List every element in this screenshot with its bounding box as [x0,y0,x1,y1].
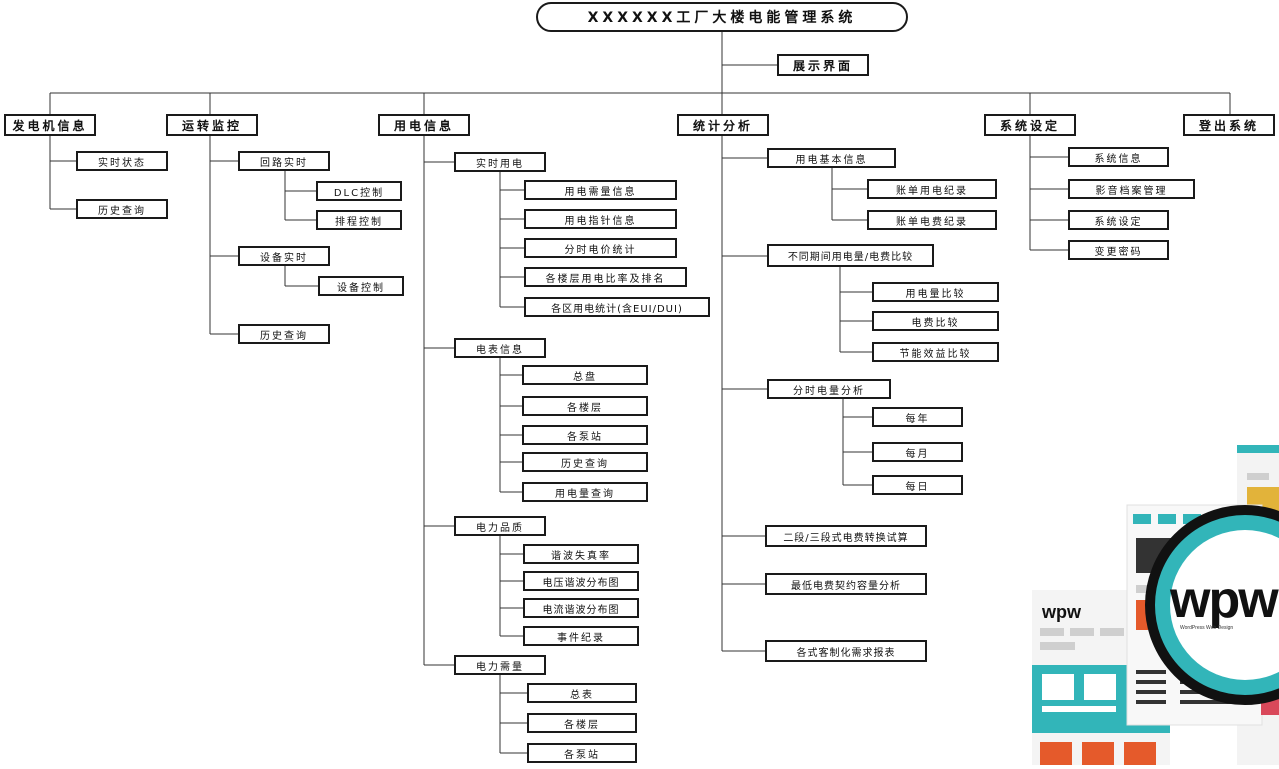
tou-child: 每月 [872,442,963,462]
operation-loop: 回路实时 [238,151,330,171]
realtime-child: 用电指针信息 [524,209,677,229]
meter-child: 用电量查询 [522,482,648,502]
loop-child: DLC控制 [316,181,402,201]
page-title: XXXXXX工厂大楼电能管理系统 [536,2,908,32]
power-demand: 电力需量 [454,655,546,675]
quality-child: 电流谐波分布图 [523,598,639,618]
compare-child: 节能效益比较 [872,342,999,362]
demand-child: 各楼层 [527,713,637,733]
basic-child: 账单电费纪录 [867,210,997,230]
quality-child: 电压谐波分布图 [523,571,639,591]
realtime-child: 用电需量信息 [524,180,677,200]
compare-child: 用电量比较 [872,282,999,302]
quality-child: 事件纪录 [523,626,639,646]
stats-calc: 二段/三段式电费转换试算 [765,525,927,547]
meter-child: 各泵站 [522,425,648,445]
settings-child: 变更密码 [1068,240,1169,260]
device-child: 设备控制 [318,276,404,296]
demand-child: 各泵站 [527,743,637,763]
realtime-child: 各区用电统计(含EUI/DUI) [524,297,710,317]
settings-child: 系统信息 [1068,147,1169,167]
realtime-child: 分时电价统计 [524,238,677,258]
stats-basic: 用电基本信息 [767,148,896,168]
realtime-child: 各楼层用电比率及排名 [524,267,687,287]
power-node: 用电信息 [378,114,470,136]
compare-child: 电费比较 [872,311,999,331]
logo-tagline: WordPress Web Design [1180,625,1234,631]
stats-node: 统计分析 [677,114,769,136]
settings-child: 影音档案管理 [1068,179,1195,199]
operation-node: 运转监控 [166,114,258,136]
settings-child: 系统设定 [1068,210,1169,230]
demand-child: 总表 [527,683,637,703]
settings-node: 系统设定 [984,114,1076,136]
stats-tou: 分时电量分析 [767,379,891,399]
generator-node: 发电机信息 [4,114,96,136]
power-quality: 电力品质 [454,516,546,536]
display-node: 展示界面 [777,54,869,76]
wpw-logo-illustration: wpw WordPress Web Design wpw [1030,440,1279,765]
logo-text: wpw [1170,571,1279,629]
meter-child: 各楼层 [522,396,648,416]
operation-history: 历史查询 [238,324,330,344]
operation-device: 设备实时 [238,246,330,266]
tou-child: 每年 [872,407,963,427]
meter-child: 总盘 [522,365,648,385]
logo-mini-text: wpw [1042,602,1081,622]
generator-child: 历史查询 [76,199,168,219]
basic-child: 账单用电纪录 [867,179,997,199]
logout-node: 登出系统 [1183,114,1275,136]
loop-child: 排程控制 [316,210,402,230]
generator-child: 实时状态 [76,151,168,171]
stats-minfee: 最低电费契约容量分析 [765,573,927,595]
stats-report: 各式客制化需求报表 [765,640,927,662]
meter-child: 历史查询 [522,452,648,472]
stats-compare: 不同期间用电量/电费比较 [767,244,934,267]
tou-child: 每日 [872,475,963,495]
power-realtime: 实时用电 [454,152,546,172]
quality-child: 谐波失真率 [523,544,639,564]
power-meter: 电表信息 [454,338,546,358]
